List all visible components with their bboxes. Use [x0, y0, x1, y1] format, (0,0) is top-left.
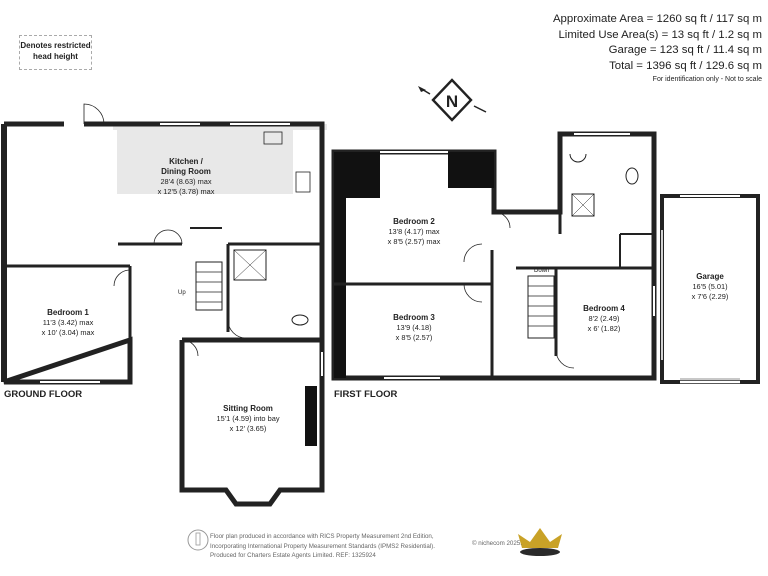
bedroom2-dim-1: 13'8 (4.17) max [388, 227, 439, 236]
bedroom4-dim-1: 8'2 (2.49) [589, 314, 620, 323]
legend-line-2: head height [33, 52, 78, 61]
plan-disclaimer: Floor plan produced in accordance with R… [210, 532, 520, 561]
kitchen-name-1: Kitchen / [169, 157, 204, 166]
garage-dim-2: x 7'6 (2.29) [692, 292, 729, 301]
garage-plan [660, 194, 760, 384]
restricted-area-right [448, 152, 494, 188]
bedroom1-dim-1: 11'3 (3.42) max [43, 318, 94, 327]
garage-area: Garage = 123 sq ft / 11.4 sq m [608, 44, 762, 57]
ground-floor-label: GROUND FLOOR [4, 389, 82, 400]
bedroom2-dim-2: x 8'5 (2.57) max [388, 237, 441, 246]
sitting-room-walls [179, 340, 325, 507]
ground-floor-plan [1, 103, 327, 507]
ground-stairs-label: Up [178, 290, 186, 296]
area-summary: Approximate Area = 1260 sq ft / 117 sq m… [553, 12, 762, 86]
compass-letter: N [446, 92, 458, 111]
first-floor-plan [331, 131, 657, 381]
crown-logo-icon [518, 528, 562, 556]
first-floor-stairs [527, 275, 555, 339]
approximate-area: Approximate Area = 1260 sq ft / 117 sq m [552, 13, 762, 25]
sitting-room-dim-2: x 12' (3.65) [230, 424, 267, 433]
kitchen-dim-2: x 12'5 (3.78) max [158, 187, 215, 196]
kitchen-counter [113, 124, 327, 130]
kitchen-dim-1: 28'4 (8.63) max [160, 177, 211, 186]
bedroom1-dim-2: x 10' (3.04) max [42, 328, 95, 337]
bedroom3-name: Bedroom 3 [393, 313, 435, 322]
bedroom3-dim-1: 13'9 (4.18) [396, 323, 431, 332]
disclaimer-line-1: Floor plan produced in accordance with R… [210, 533, 434, 540]
garage-name: Garage [696, 272, 724, 281]
restricted-height-legend: Denotes restricted head height [19, 35, 92, 70]
sitting-room-name: Sitting Room [223, 404, 273, 413]
bedroom4-name: Bedroom 4 [583, 304, 625, 313]
compass-icon: N [418, 78, 487, 122]
sitting-room-dim-1: 15'1 (4.59) into bay [216, 414, 279, 423]
first-stairs-label: Down [534, 268, 549, 274]
chimney-breast [305, 386, 317, 446]
disclaimer-line-3: Produced for Charters Estate Agents Limi… [210, 552, 376, 560]
total-area: Total = 1396 sq ft / 129.6 sq m [609, 59, 762, 72]
first-floor-label: FIRST FLOOR [334, 389, 397, 400]
bedroom2-name: Bedroom 2 [393, 217, 435, 226]
rics-logo-icon [187, 529, 209, 551]
legend-line-1: Denotes restricted [20, 41, 91, 50]
bedroom3-dim-2: x 8'5 (2.57) [396, 333, 433, 342]
garage-dim-1: 16'5 (5.01) [692, 282, 727, 291]
bedroom1-name: Bedroom 1 [47, 308, 89, 317]
limited-use-area: Limited Use Area(s) = 13 sq ft / 1.2 sq … [558, 28, 762, 41]
disclaimer-line-2: Incorporating International Property Mea… [210, 542, 435, 550]
bedroom4-dim-2: x 6' (1.82) [588, 324, 621, 333]
kitchen-name-2: Dining Room [161, 167, 211, 176]
scale-note: For identification only - Not to scale [652, 76, 762, 84]
brand-copyright: © nichecom 2025. [472, 540, 522, 547]
ground-stairs [195, 261, 223, 311]
